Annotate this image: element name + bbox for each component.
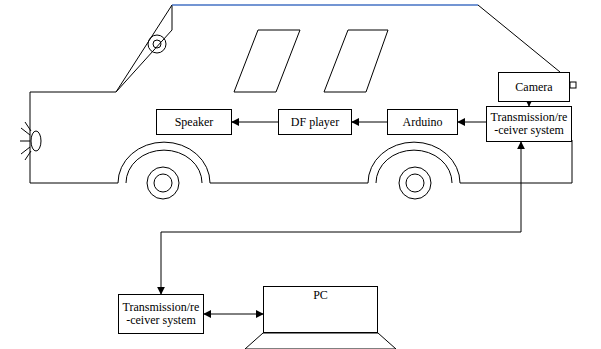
- label-group: Camera: [515, 81, 552, 94]
- transceiver-box: Transmission/re -ceiver system: [486, 106, 572, 142]
- box-label: Transmission/re -ceiver system: [490, 111, 568, 137]
- box-label: PC: [313, 289, 328, 302]
- label-group: Transmission/re -ceiver system: [122, 301, 200, 327]
- arrow-connector: [204, 314, 263, 315]
- box-label: Transmission/re -ceiver system: [122, 301, 200, 327]
- box-label: Speaker: [175, 116, 214, 129]
- arrow-connector: [232, 122, 278, 123]
- pc-screen: PC: [263, 286, 378, 333]
- label-group: PC: [313, 289, 328, 302]
- camera-box: Camera: [498, 72, 570, 102]
- transceiver-box: Transmission/re -ceiver system: [118, 294, 204, 334]
- box-label: Arduino: [403, 116, 443, 129]
- arrow-connector: [161, 142, 521, 294]
- box-label: Camera: [515, 81, 552, 94]
- arrow-connector: [458, 122, 486, 123]
- arduino-box: Arduino: [387, 109, 458, 135]
- label-group: Arduino: [403, 116, 443, 129]
- label-group: Transmission/re -ceiver system: [490, 111, 568, 137]
- box-label: DF player: [291, 116, 339, 129]
- label-group: DF player: [291, 116, 339, 129]
- player-module-box: DF player: [278, 109, 352, 135]
- speaker-box: Speaker: [156, 109, 232, 135]
- label-group: Speaker: [175, 116, 214, 129]
- arrow-connector: [352, 122, 387, 123]
